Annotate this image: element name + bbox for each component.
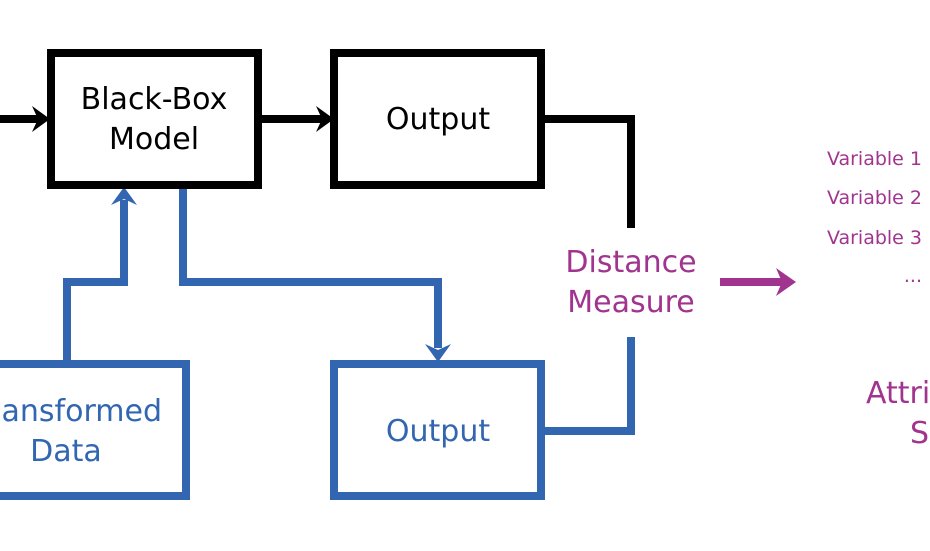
black-box-model-label-line2: Model: [109, 122, 199, 157]
attribution-scores-label-line1: Attri: [866, 376, 930, 411]
black-box-model-label-line1: Black-Box: [81, 82, 228, 117]
original-output: Output: [330, 49, 545, 189]
variable-item: Variable 2: [827, 187, 922, 209]
transformed-output-to-distance-line: [544, 337, 635, 435]
transformed-data-frame: [0, 360, 190, 500]
attribution-scores-label-line2: S: [910, 416, 929, 451]
distance-measure: Distance Measure: [565, 245, 696, 320]
input-arrowhead: [32, 106, 50, 132]
transformed-data-label-line2: Data: [30, 434, 102, 469]
attribution-scores: Attri S: [866, 376, 930, 451]
black-box-model: Black-Box Model: [47, 49, 262, 189]
variable-list: Variable 1 Variable 2 Variable 3 ...: [827, 148, 922, 287]
original-output-label: Output: [386, 102, 490, 137]
transformed-data-arrowhead: [111, 187, 137, 205]
distance-to-attribution-arrowhead: [776, 268, 796, 296]
variable-item: Variable 3: [827, 227, 922, 249]
transformed-output-frame: [330, 360, 545, 500]
model-to-output-arrowhead: [316, 106, 334, 132]
blue-connectors: [63, 187, 635, 435]
original-output-frame: [330, 49, 545, 189]
transformed-data: ansformed Data: [0, 360, 190, 500]
black-connectors: [0, 115, 635, 228]
variable-item: Variable 1: [827, 148, 922, 170]
black-arrowheads: [32, 106, 334, 132]
blue-arrowheads: [111, 187, 451, 362]
transformed-output-label: Output: [386, 414, 490, 449]
black-box-model-frame: [47, 49, 262, 189]
model-to-transformed-output-line: [179, 187, 442, 348]
transformed-output-arrowhead: [425, 344, 451, 362]
transformed-output: Output: [330, 360, 545, 500]
transformed-data-to-model-line: [63, 200, 128, 362]
output-to-distance-line: [544, 115, 635, 228]
distance-measure-label-line2: Measure: [567, 285, 695, 320]
distance-measure-label-line1: Distance: [565, 245, 696, 280]
transformed-data-label-line1: ansformed: [2, 394, 162, 429]
variable-ellipsis: ...: [904, 265, 922, 287]
